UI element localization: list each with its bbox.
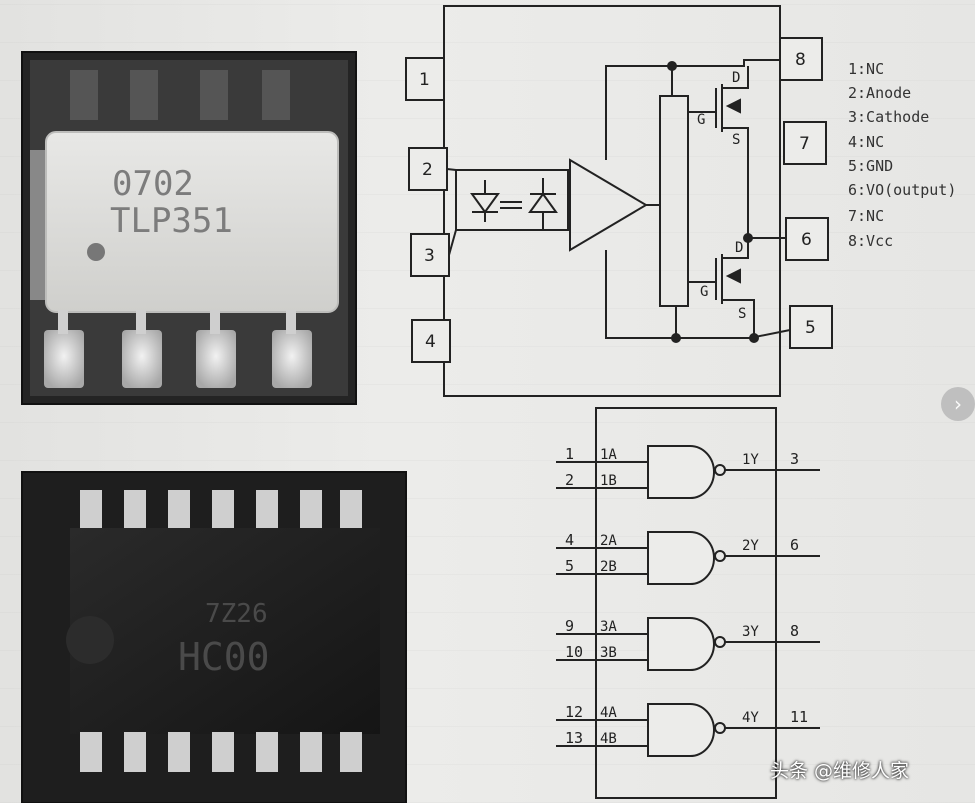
- legend-item: 4:NC: [848, 133, 884, 151]
- pin-label-3: 3: [424, 246, 435, 266]
- mosfet-upper-gate: G: [697, 112, 705, 128]
- output-label: 1Y: [742, 452, 759, 468]
- nand-inversion-bubble: [714, 464, 726, 476]
- output-pin-number: 11: [790, 708, 808, 726]
- pin-box-8: [779, 37, 823, 81]
- input-a-label: 3A: [600, 619, 617, 635]
- nand-chip-body: [595, 407, 777, 799]
- legend-item: 6:VO(output): [848, 181, 956, 199]
- nand-gate-body: [647, 703, 715, 757]
- ic-marking-line2: HC00: [178, 635, 270, 679]
- mosfet-lower-gate: G: [700, 284, 708, 300]
- input-b-label: 3B: [600, 645, 617, 661]
- legend-item: 1:NC: [848, 60, 884, 78]
- ic-bottom-pins: [80, 732, 362, 772]
- pin-label-2: 2: [422, 160, 433, 180]
- ic-photo: 7Z26 HC00: [21, 471, 407, 803]
- mosfet-upper-drain: D: [732, 70, 740, 86]
- optocoupler-schematic: [405, 5, 833, 397]
- input-a-label: 1A: [600, 447, 617, 463]
- optocoupler-schematic-text: 1 2 3 4 5 6 7 8 D G S D G S: [419, 50, 816, 352]
- mosfet-lower-drain: D: [735, 240, 743, 256]
- output-pin-number: 8: [790, 622, 799, 640]
- nand-gates: 1 1A 2 1B 1Y 3 4 2A 5 2B 2Y 6 9 3A 10 3B 3Y 8 12 4A 13 4B 4Y 11: [556, 445, 820, 757]
- nand-inversion-bubble: [714, 550, 726, 562]
- nand-gate-body: [647, 445, 715, 499]
- led-box: [455, 169, 569, 231]
- optocoupler-photo: 0702 TLP351: [21, 51, 357, 405]
- input-a-pin-number: 12: [565, 703, 583, 721]
- pin1-dot: [87, 243, 105, 261]
- input-b-pin-number: 2: [565, 471, 574, 489]
- mosfet-upper-source: S: [732, 132, 740, 148]
- input-b-label: 2B: [600, 559, 617, 575]
- output-label: 3Y: [742, 624, 759, 640]
- pin-legend: 1:NC 2:Anode 3:Cathode 4:NC 5:GND 6:VO(o…: [848, 60, 956, 250]
- pin-label-5: 5: [805, 318, 816, 338]
- ic-marking-line1: 7Z26: [205, 599, 268, 629]
- nand-inversion-bubble: [714, 636, 726, 648]
- input-b-label: 1B: [600, 473, 617, 489]
- optocoupler-body: [443, 5, 781, 397]
- ic-package: [70, 528, 380, 734]
- optocoupler-marking-line1: 0702: [112, 164, 194, 204]
- chevron-right-icon: ›: [954, 392, 962, 416]
- pin-box-2: [408, 147, 448, 191]
- nand-schematic: [595, 407, 777, 799]
- input-b-label: 4B: [600, 731, 617, 747]
- input-b-pin-number: 5: [565, 557, 574, 575]
- next-image-button[interactable]: ›: [941, 387, 975, 421]
- watermark: 头条 @维修人家: [770, 752, 909, 786]
- amplifier-triangle: [569, 158, 648, 252]
- optocoupler-package: [45, 131, 339, 313]
- pin-label-8: 8: [795, 50, 806, 70]
- mosfet-lower-source: S: [738, 306, 746, 322]
- bottom-pads: [44, 310, 312, 388]
- ic-top-pins: [80, 490, 362, 530]
- legend-item: 3:Cathode: [848, 108, 929, 126]
- pin-label-4: 4: [425, 332, 436, 352]
- nand-gate-body: [647, 531, 715, 585]
- legend-item: 8:Vcc: [848, 232, 893, 250]
- nand-gate-body: [647, 617, 715, 671]
- legend-item: 7:NC: [848, 207, 884, 225]
- optocoupler-marking-line2: TLP351: [110, 201, 233, 241]
- input-a-pin-number: 1: [565, 445, 574, 463]
- pin-box-7: [783, 121, 827, 165]
- driver-block: [659, 95, 689, 307]
- pin-box-4: [411, 319, 451, 363]
- legend-item: 5:GND: [848, 157, 893, 175]
- top-pads: [70, 70, 290, 120]
- nand-inversion-bubble: [714, 722, 726, 734]
- watermark-text: 头条 @维修人家: [770, 759, 910, 782]
- pin-label-7: 7: [799, 134, 810, 154]
- pin-label-6: 6: [801, 230, 812, 250]
- input-b-pin-number: 13: [565, 729, 583, 747]
- input-a-pin-number: 4: [565, 531, 574, 549]
- pin-label-1: 1: [419, 70, 430, 90]
- pin-box-6: [785, 217, 829, 261]
- output-label: 2Y: [742, 538, 759, 554]
- pin-box-1: [405, 57, 445, 101]
- legend-item: 2:Anode: [848, 84, 911, 102]
- input-a-pin-number: 9: [565, 617, 574, 635]
- input-a-label: 2A: [600, 533, 617, 549]
- input-a-label: 4A: [600, 705, 617, 721]
- pin-box-5: [789, 305, 833, 349]
- output-pin-number: 6: [790, 536, 799, 554]
- input-b-pin-number: 10: [565, 643, 583, 661]
- ic-pin1-notch: [66, 616, 114, 664]
- output-label: 4Y: [742, 710, 759, 726]
- output-pin-number: 3: [790, 450, 799, 468]
